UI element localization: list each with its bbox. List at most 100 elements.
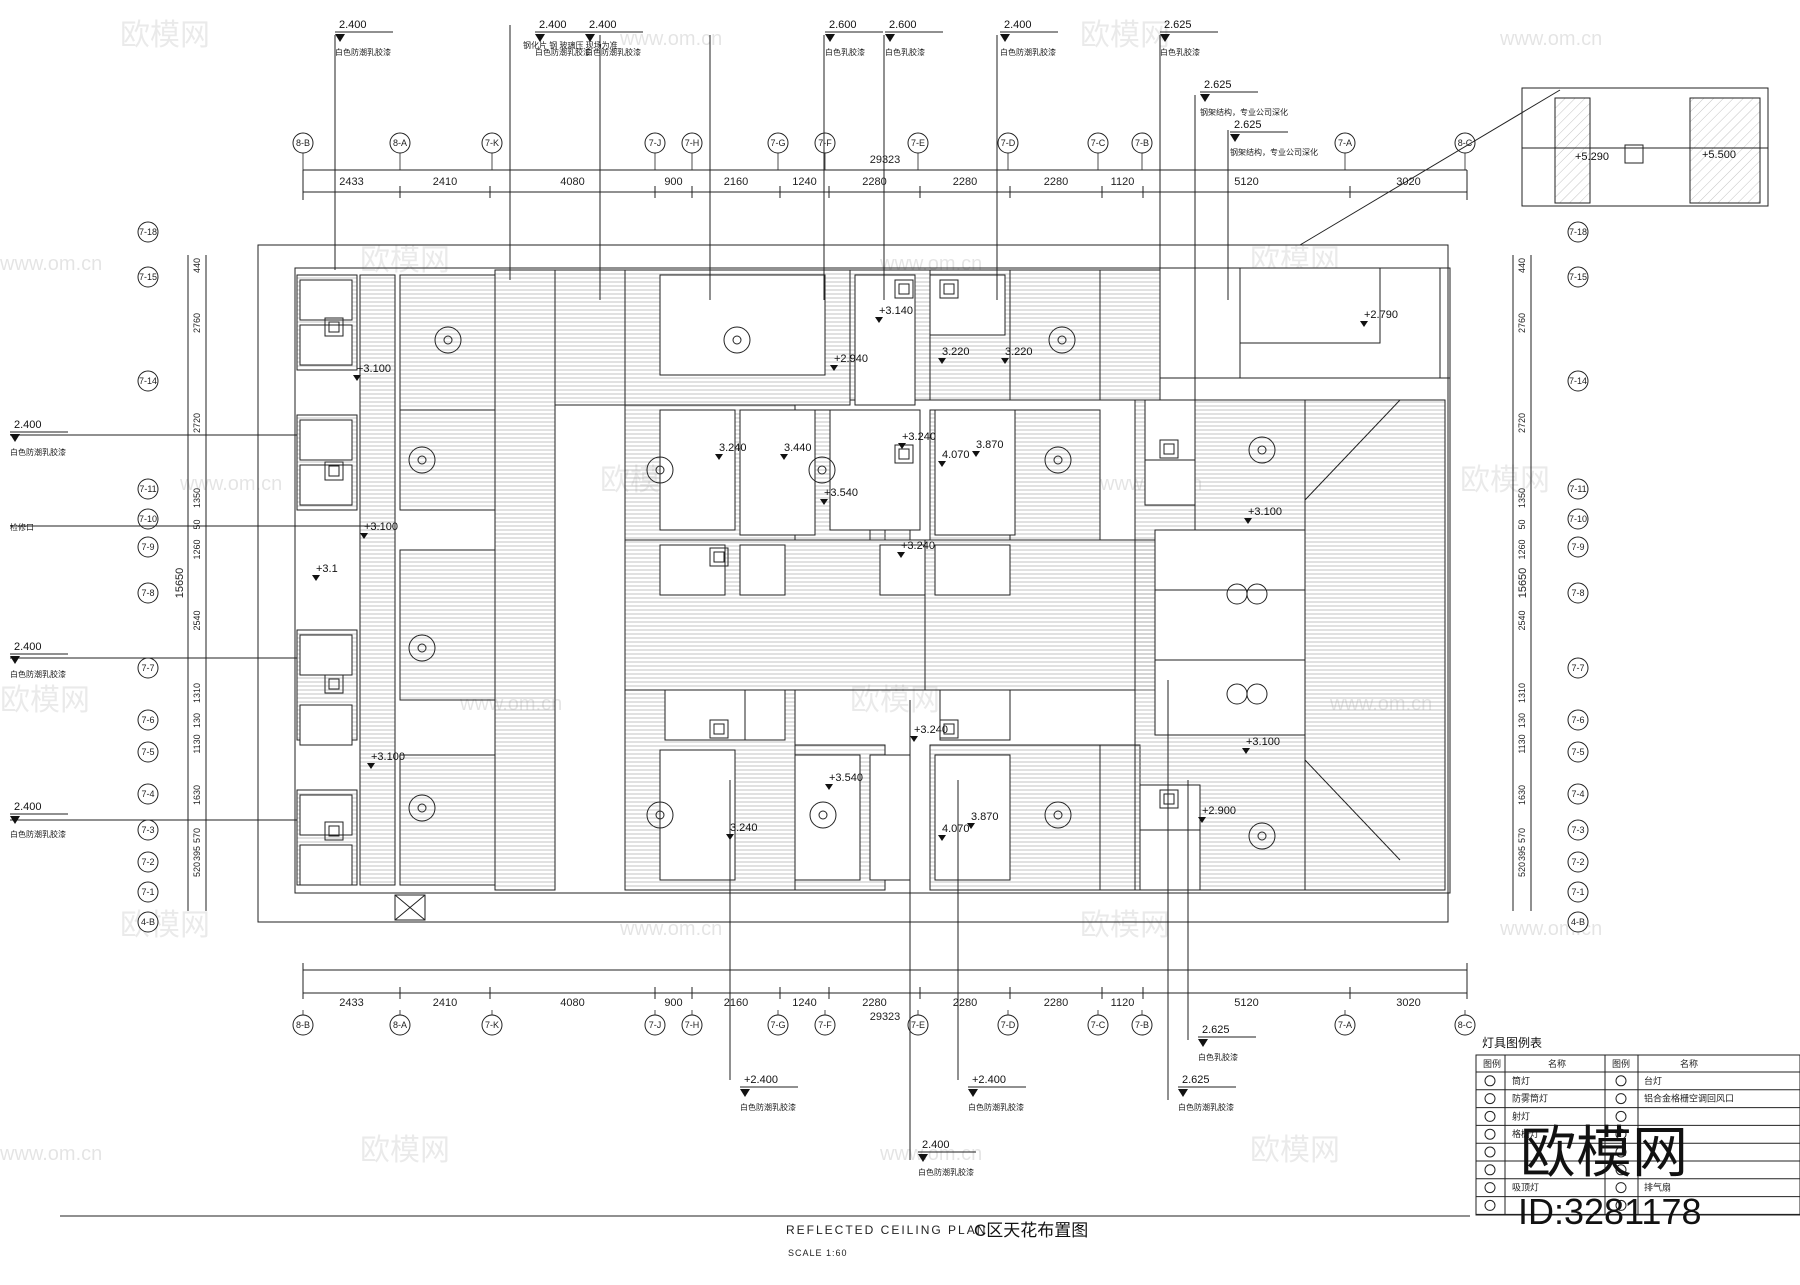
grid-bubble [644, 132, 666, 154]
grid-axis-label: 7-G [770, 1020, 785, 1030]
ceiling-level: +3.240 [901, 540, 935, 552]
legend-item-left: 防雾筒灯 [1512, 1093, 1548, 1104]
legend-item-left: 格栅灯 [1512, 1128, 1539, 1139]
grid-axis-label: 7-1 [1571, 887, 1584, 897]
legend-symbol [1484, 1199, 1496, 1211]
dimension-segment-label: 900 [664, 176, 682, 188]
side-dimension-label: 50 [1517, 519, 1527, 529]
ceiling-level: +2.790 [1364, 309, 1398, 321]
elevation-value: 2.625 [1202, 1024, 1230, 1036]
elevation-note: 白色防潮乳胶漆 [918, 1167, 974, 1177]
side-dimension-label: 1350 [1517, 488, 1527, 508]
grid-bubble [137, 266, 159, 288]
side-dimension-label: 520 [192, 862, 202, 877]
grid-bubble [681, 1014, 703, 1036]
grid-axis-label: 7-F [818, 138, 832, 148]
legend-symbol [1615, 1093, 1627, 1105]
ceiling-level: +3.100 [371, 751, 405, 763]
elevation-note: 白色乳胶漆 [1198, 1052, 1238, 1062]
grid-bubble [997, 1014, 1019, 1036]
dimension-segment-label: 2410 [433, 176, 457, 188]
ceiling-level: 3.240 [730, 822, 758, 834]
legend-symbol [1484, 1110, 1496, 1122]
dimension-segment-label: 2280 [953, 176, 977, 188]
grid-bubble [1567, 582, 1589, 604]
grid-bubble [767, 132, 789, 154]
grid-bubble [137, 536, 159, 558]
legend-col-name: 名称 [1548, 1058, 1566, 1069]
side-dimension-label: 1130 [192, 734, 202, 753]
grid-bubble [1334, 132, 1356, 154]
grid-bubble [1567, 657, 1589, 679]
top-note: 钢化片 钢 玻璃压 现场为准 [523, 40, 618, 50]
grid-axis-label: 7-G [770, 138, 785, 148]
legend-rows: 筒灯台灯防雾筒灯铝合金格栅空调回风口射灯格栅灯吸顶灯排气扇 [1476, 1075, 1800, 1215]
watermark-id: ID:3281178 [1518, 1191, 1701, 1232]
ceiling-level: +3.100 [1248, 506, 1282, 518]
elevation-tags: 2.400白色防潮乳胶漆2.400白色防潮乳胶漆2.400白色防潮乳胶漆2.60… [10, 19, 1318, 1177]
grid-bubble [1454, 132, 1476, 154]
grid-bubble [1334, 1014, 1356, 1036]
dimension-lines [187, 169, 1532, 999]
dimension-segment-label: 1240 [792, 176, 816, 188]
dimension-segment-label: 900 [664, 997, 682, 1009]
elevation-value: 2.600 [829, 19, 857, 31]
side-dimension-label: 1310 [192, 683, 202, 703]
legend-symbol [1615, 1182, 1627, 1194]
dimension-segment-label: 2160 [724, 997, 748, 1009]
elevation-value: +2.400 [744, 1074, 778, 1086]
grid-axis-label: 7-E [911, 138, 925, 148]
grid-bubble [1567, 881, 1589, 903]
grid-bubble [767, 1014, 789, 1036]
legend-symbol [1484, 1075, 1496, 1087]
ceiling-level: +3.540 [824, 487, 858, 499]
dimension-labels: 29323 29323 15650 15650 2433243324102410… [174, 154, 1529, 1023]
grid-bubble [1567, 508, 1589, 530]
elevation-note: 白色防潮乳胶漆 [10, 829, 66, 839]
grid-axis-label: 7-14 [1569, 376, 1587, 386]
grid-axis-label: 7-8 [1571, 588, 1584, 598]
ceiling-level: +3.100 [357, 363, 391, 375]
elevation-note: 白色防潮乳胶漆 [968, 1102, 1024, 1112]
legend-symbol [1615, 1128, 1627, 1140]
watermark-url: www.om.cn [0, 253, 102, 275]
dimension-segment-label: 2280 [862, 176, 886, 188]
side-dimension-label: 130 [1517, 713, 1527, 728]
legend-item-left: 吸顶灯 [1512, 1183, 1539, 1193]
grid-bubble [137, 478, 159, 500]
ceiling-level: 3.870 [971, 811, 999, 823]
grid-axis-label: 7-B [1135, 138, 1149, 148]
elevation-note: 钢架结构，专业公司深化 [1230, 147, 1318, 157]
grid-axis-label: 8-C [1458, 138, 1473, 148]
grid-bubble [137, 881, 159, 903]
grid-bubble [137, 221, 159, 243]
grid-bubble [1454, 1014, 1476, 1036]
side-dimension-label: 50 [192, 519, 202, 529]
dimension-segment-label: 2160 [724, 176, 748, 188]
grid-bubble [137, 370, 159, 392]
svg-text:欧模网: 欧模网 [1080, 19, 1170, 52]
grid-axis-label: 8-C [1458, 1020, 1473, 1030]
inset-detail [1521, 87, 1769, 207]
svg-text:欧模网: 欧模网 [120, 909, 210, 942]
grid-bubble [997, 132, 1019, 154]
elevation-value: 2.400 [1004, 19, 1032, 31]
elevation-note: 白色防潮乳胶漆 [585, 47, 641, 57]
grid-axis-label: 7-14 [139, 376, 157, 386]
elevation-tag: 2.625 钢架结构，专业公司深化 [1230, 119, 1318, 157]
watermark-url: www.om.cn [179, 473, 282, 495]
total-dimension: 29323 [870, 1011, 901, 1023]
dimension-segment-label: 1120 [1111, 176, 1135, 188]
svg-text:欧模网: 欧模网 [360, 244, 450, 277]
side-dimension-label: 1260 [1517, 539, 1527, 559]
legend-item-right: 铝合金格栅空调回风口 [1644, 1093, 1734, 1104]
dimension-segment-label: 2433 [339, 997, 363, 1009]
dimension-segment-label: 4080 [560, 997, 584, 1009]
side-total-dimension: 15650 [174, 568, 186, 599]
dimension-segment-label: 4080 [560, 176, 584, 188]
elevation-value: 2.625 [1234, 119, 1262, 131]
grid-axis-label: 7-1 [141, 887, 154, 897]
